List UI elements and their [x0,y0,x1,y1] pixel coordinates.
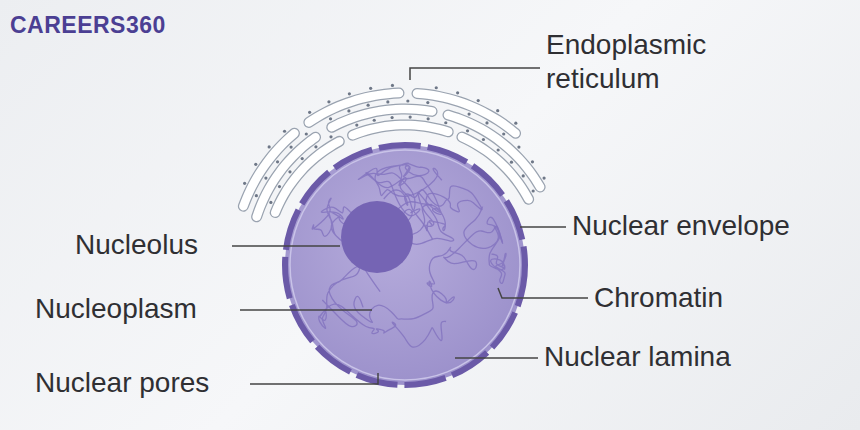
ribosome [522,174,525,177]
ribosome [456,91,459,94]
ribosome [347,109,350,112]
ribosome [254,163,257,166]
leader-lines [232,68,588,384]
ribosome [301,157,304,160]
ribosome [283,130,286,133]
ribosome [482,138,485,141]
ribosome [426,101,429,104]
ribosome [268,145,271,148]
ribosome [391,116,394,119]
nucleus [285,145,525,385]
part-label: Endoplasmic reticulum [546,28,746,95]
ribosome [477,99,480,102]
ribosome [532,189,535,192]
ribosome [531,160,534,163]
chromatin-strands [312,163,506,347]
ribosome [542,176,545,179]
er-lumen [309,93,399,122]
er-lumen [332,109,432,127]
ribosome [305,132,308,135]
er-cisterna [417,93,516,133]
ribosome [373,119,376,122]
ribosome [367,104,370,107]
er-cisterna [353,125,449,135]
ribosome [467,112,470,115]
ribosome [514,122,517,125]
ribosome [329,117,332,120]
ribosome [466,129,469,132]
ribosome [329,135,332,138]
ribosome [391,84,394,87]
ribosome [289,145,292,148]
ribosome [255,194,258,197]
ribosome [517,145,520,148]
ribosome [510,161,513,164]
nucleolus [341,201,413,273]
part-label: Chromatin [594,281,723,315]
ribosome [435,86,438,89]
ribosome [444,121,447,124]
ribosome [497,148,500,151]
ribosome [386,100,389,103]
er-lumen [243,133,294,206]
part-label: Nuclear lamina [544,340,731,374]
part-label: Nuclear pores [35,366,209,400]
logo-watermark: CAREERS360 [10,12,166,40]
ribosome [409,115,412,118]
ribosome [308,111,311,114]
ribosome [496,109,499,112]
ribosome [278,185,281,188]
er-cisterna [309,93,399,122]
part-label: Nucleolus [75,228,198,262]
nuclear-lamina [290,150,520,380]
ribosome [485,121,488,124]
ribosome [355,123,358,126]
chromatin-strand [319,267,446,347]
ribosome [348,92,351,95]
ribosome [502,132,505,135]
ribosome [327,100,330,103]
er-cisterna [332,109,432,127]
ribosome [288,170,291,173]
ribosome [427,117,430,120]
part-label: Nuclear envelope [572,209,790,243]
ribosome [269,201,272,204]
ribosome [243,182,246,185]
ribosome [276,160,279,163]
ribosome [369,87,372,90]
ribosome [314,145,317,148]
ribosome [406,99,409,102]
er-lumen [417,93,516,133]
part-label: Nucleoplasm [35,292,197,326]
ribosome [264,176,267,179]
er-lumen [353,125,449,135]
er-cisterna [243,133,294,206]
nuclear-envelope [285,145,525,385]
chromatin-strand [464,207,506,284]
